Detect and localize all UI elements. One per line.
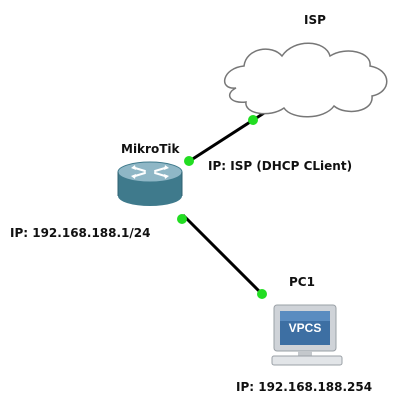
pc-label: PC1 bbox=[289, 275, 315, 289]
isp-label: ISP bbox=[304, 13, 326, 27]
router-lan-ip-label: IP: 192.168.188.1/24 bbox=[10, 226, 151, 240]
pc-ip-label: IP: 192.168.188.254 bbox=[236, 380, 372, 394]
router-wan-ip-label: IP: ISP (DHCP CLient) bbox=[208, 159, 352, 173]
pc-monitor-icon[interactable]: VPCS bbox=[271, 304, 343, 366]
link-dot-router-lan[interactable] bbox=[177, 214, 187, 224]
link-dot-isp[interactable] bbox=[248, 115, 258, 125]
pc-screen-label: VPCS bbox=[289, 321, 322, 335]
router-label: MikroTik bbox=[121, 142, 180, 156]
link-dot-pc[interactable] bbox=[257, 289, 267, 299]
link-dot-router-wan[interactable] bbox=[184, 156, 194, 166]
link-router-pc[interactable] bbox=[181, 213, 267, 299]
isp-cloud-icon[interactable] bbox=[224, 42, 388, 118]
router-icon[interactable] bbox=[117, 161, 183, 206]
